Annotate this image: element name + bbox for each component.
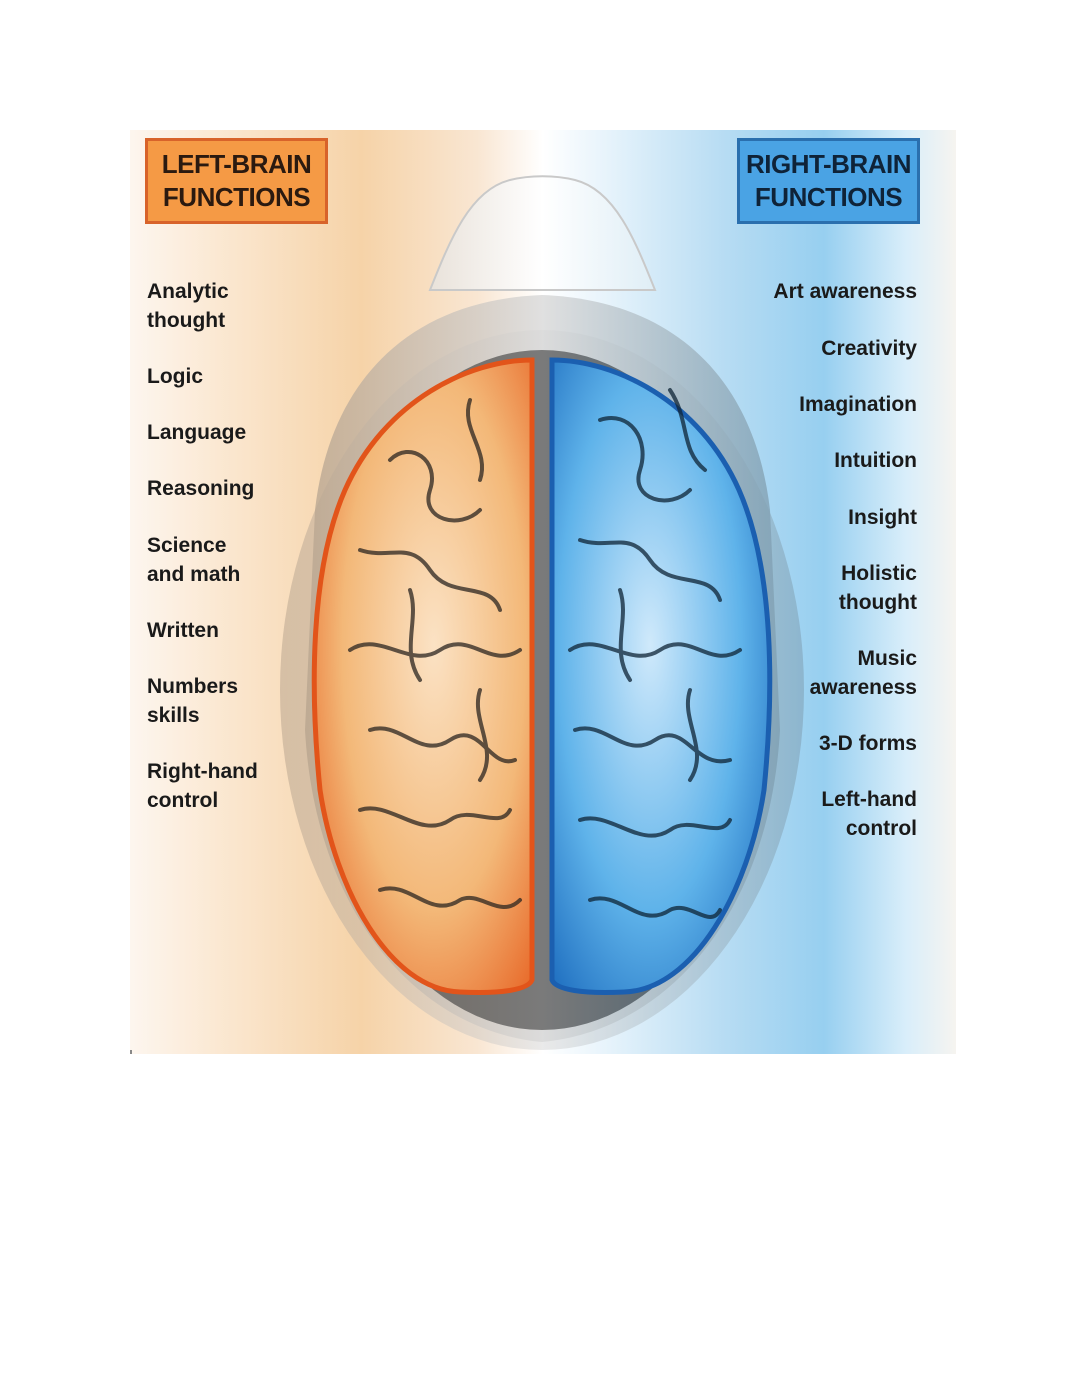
left-function-item: Analytic thought — [147, 280, 229, 332]
right-function-item: Insight — [848, 506, 917, 529]
right-functions-list: Art awareness Creativity Imagination Int… — [130, 130, 956, 1054]
left-function-item: Numbers skills — [147, 675, 239, 727]
right-brain-title-text: RIGHT-BRAIN FUNCTIONS — [746, 149, 911, 212]
left-function-item: Language — [147, 421, 247, 444]
brain-diagram: LEFT-BRAIN FUNCTIONS RIGHT-BRAIN FUNCTIO… — [130, 130, 956, 1054]
image-edge — [130, 1050, 132, 1054]
right-function-item: Holistic thought — [838, 562, 917, 614]
right-brain-title: RIGHT-BRAIN FUNCTIONS — [737, 138, 920, 224]
right-function-item: Left-hand control — [821, 788, 917, 840]
right-function-item: Art awareness — [773, 280, 917, 303]
left-functions-list: Analytic thought Logic Language Reasonin… — [130, 130, 956, 1054]
left-brain-title-text: LEFT-BRAIN FUNCTIONS — [161, 149, 312, 212]
right-function-item: Music awareness — [809, 647, 917, 699]
right-function-item: Intuition — [834, 449, 917, 472]
right-function-item: Creativity — [821, 337, 917, 360]
brain-illustration-icon — [280, 175, 804, 1050]
right-function-item: 3-D forms — [818, 732, 917, 755]
right-function-item: Imagination — [799, 393, 917, 416]
left-function-item: Science and math — [147, 534, 241, 586]
left-brain-title: LEFT-BRAIN FUNCTIONS — [145, 138, 328, 224]
left-function-item: Written — [147, 619, 219, 642]
left-function-item: Logic — [147, 365, 203, 388]
left-function-item: Reasoning — [147, 477, 255, 500]
left-function-item: Right-hand control — [147, 760, 258, 812]
